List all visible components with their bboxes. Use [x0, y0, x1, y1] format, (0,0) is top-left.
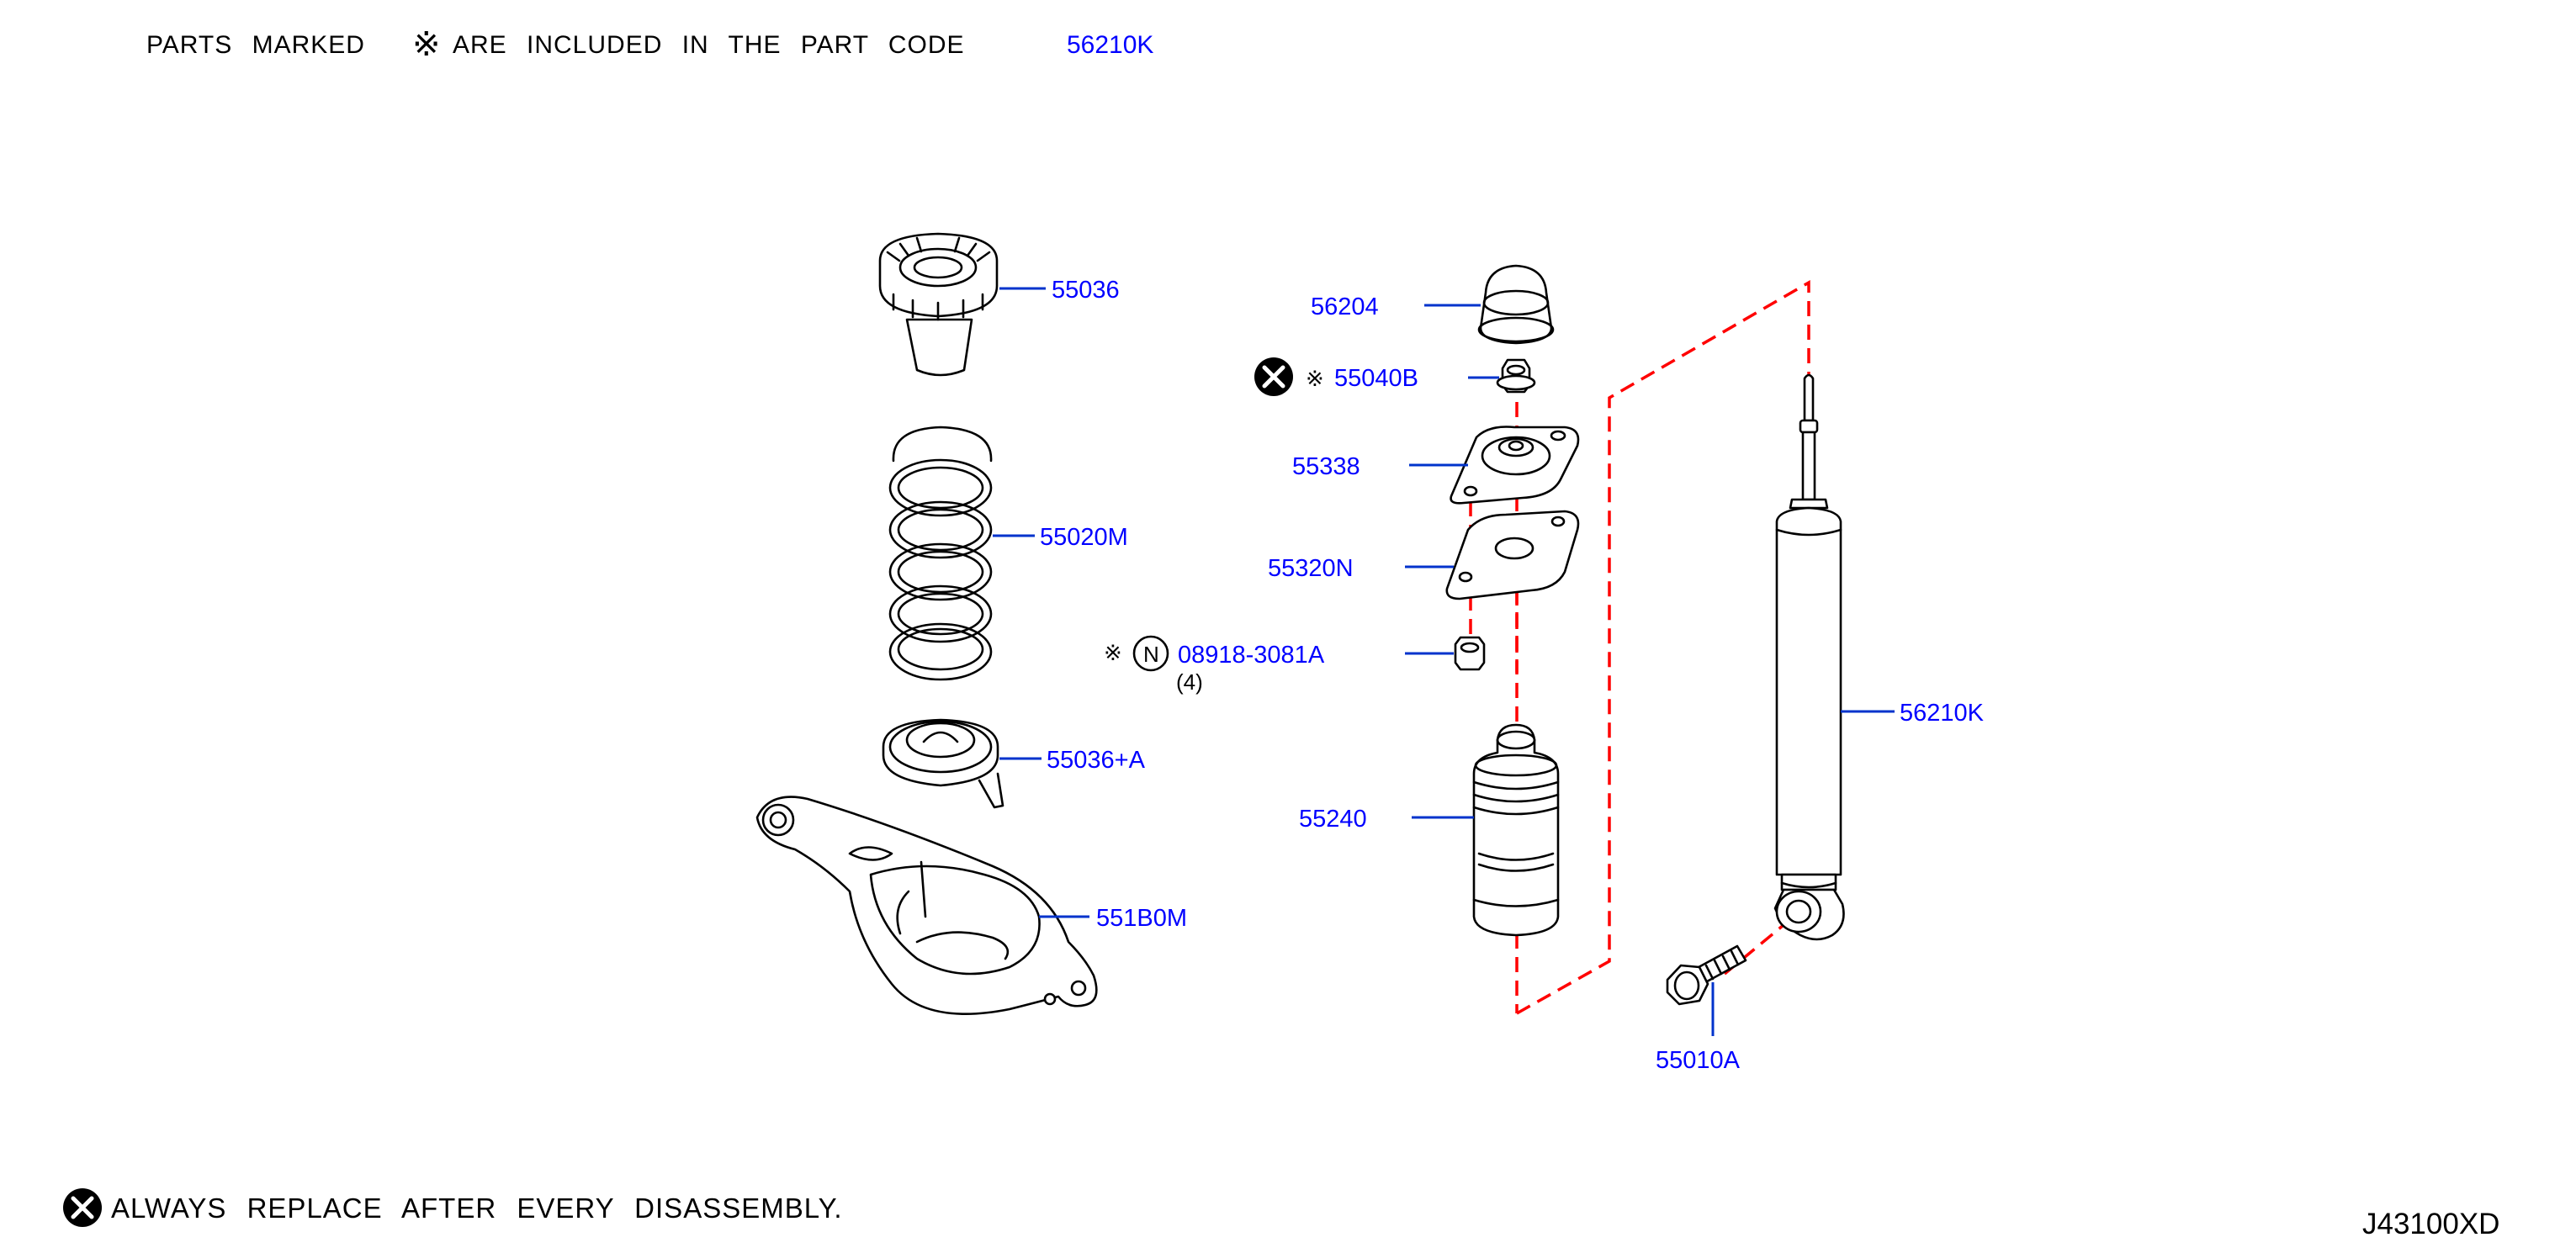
coil-spring-part[interactable] [888, 426, 993, 681]
replace-always-icon [1254, 357, 1293, 396]
lower-bolt-part[interactable] [1666, 944, 1747, 1006]
bolt-included-marker: ※ [1104, 640, 1122, 665]
header-part-code-link[interactable]: 56210K [1067, 31, 1153, 59]
nut-part-number[interactable]: 55040B [1334, 365, 1418, 392]
nut-part[interactable] [1496, 358, 1536, 394]
header-note-suffix: ARE INCLUDED IN THE PART CODE [453, 31, 965, 59]
bound-bumper-part[interactable] [1472, 723, 1560, 937]
bolt-quantity: (4) [1176, 669, 1203, 695]
lower-bolt-part-number[interactable]: 55010A [1656, 1047, 1741, 1074]
shock-absorber-part-number[interactable]: 56210K [1900, 700, 1985, 727]
coil-spring-part-number[interactable]: 55020M [1040, 524, 1128, 551]
n-symbol-circle [1132, 635, 1169, 672]
diagram-id: J43100XD [2362, 1208, 2499, 1240]
nut-included-marker: ※ [1306, 366, 1324, 391]
bound-bumper-part-number[interactable]: 55240 [1299, 806, 1367, 833]
footer-replace-note: ALWAYS REPLACE AFTER EVERY DISASSEMBLY. [111, 1192, 843, 1224]
spring-seat-part-number[interactable]: 55036+A [1047, 747, 1146, 774]
lower-link-part-number[interactable]: 551B0M [1096, 905, 1187, 932]
footer-replace-icon [63, 1188, 102, 1227]
spring-seat-part[interactable] [882, 718, 1004, 809]
lower-link-part[interactable] [755, 796, 1098, 1015]
shock-absorber-part[interactable] [1773, 373, 1845, 941]
dust-cap-part[interactable] [1477, 264, 1555, 345]
plate-part[interactable] [1445, 510, 1580, 600]
bolt-nut-part[interactable] [1454, 636, 1486, 671]
mount-part-number[interactable]: 55338 [1292, 453, 1360, 480]
note-reference-symbol: ※ [412, 26, 442, 63]
bump-bound-part[interactable] [878, 232, 999, 377]
bolt-part-number[interactable]: 08918-3081A [1178, 642, 1325, 669]
n-symbol-letter: N [1143, 642, 1159, 667]
header-note-prefix: PARTS MARKED [146, 31, 365, 59]
plate-part-number[interactable]: 55320N [1268, 555, 1354, 582]
bump-bound-part-number[interactable]: 55036 [1052, 277, 1120, 304]
mount-part[interactable] [1450, 426, 1580, 505]
dust-cap-part-number[interactable]: 56204 [1311, 293, 1379, 320]
